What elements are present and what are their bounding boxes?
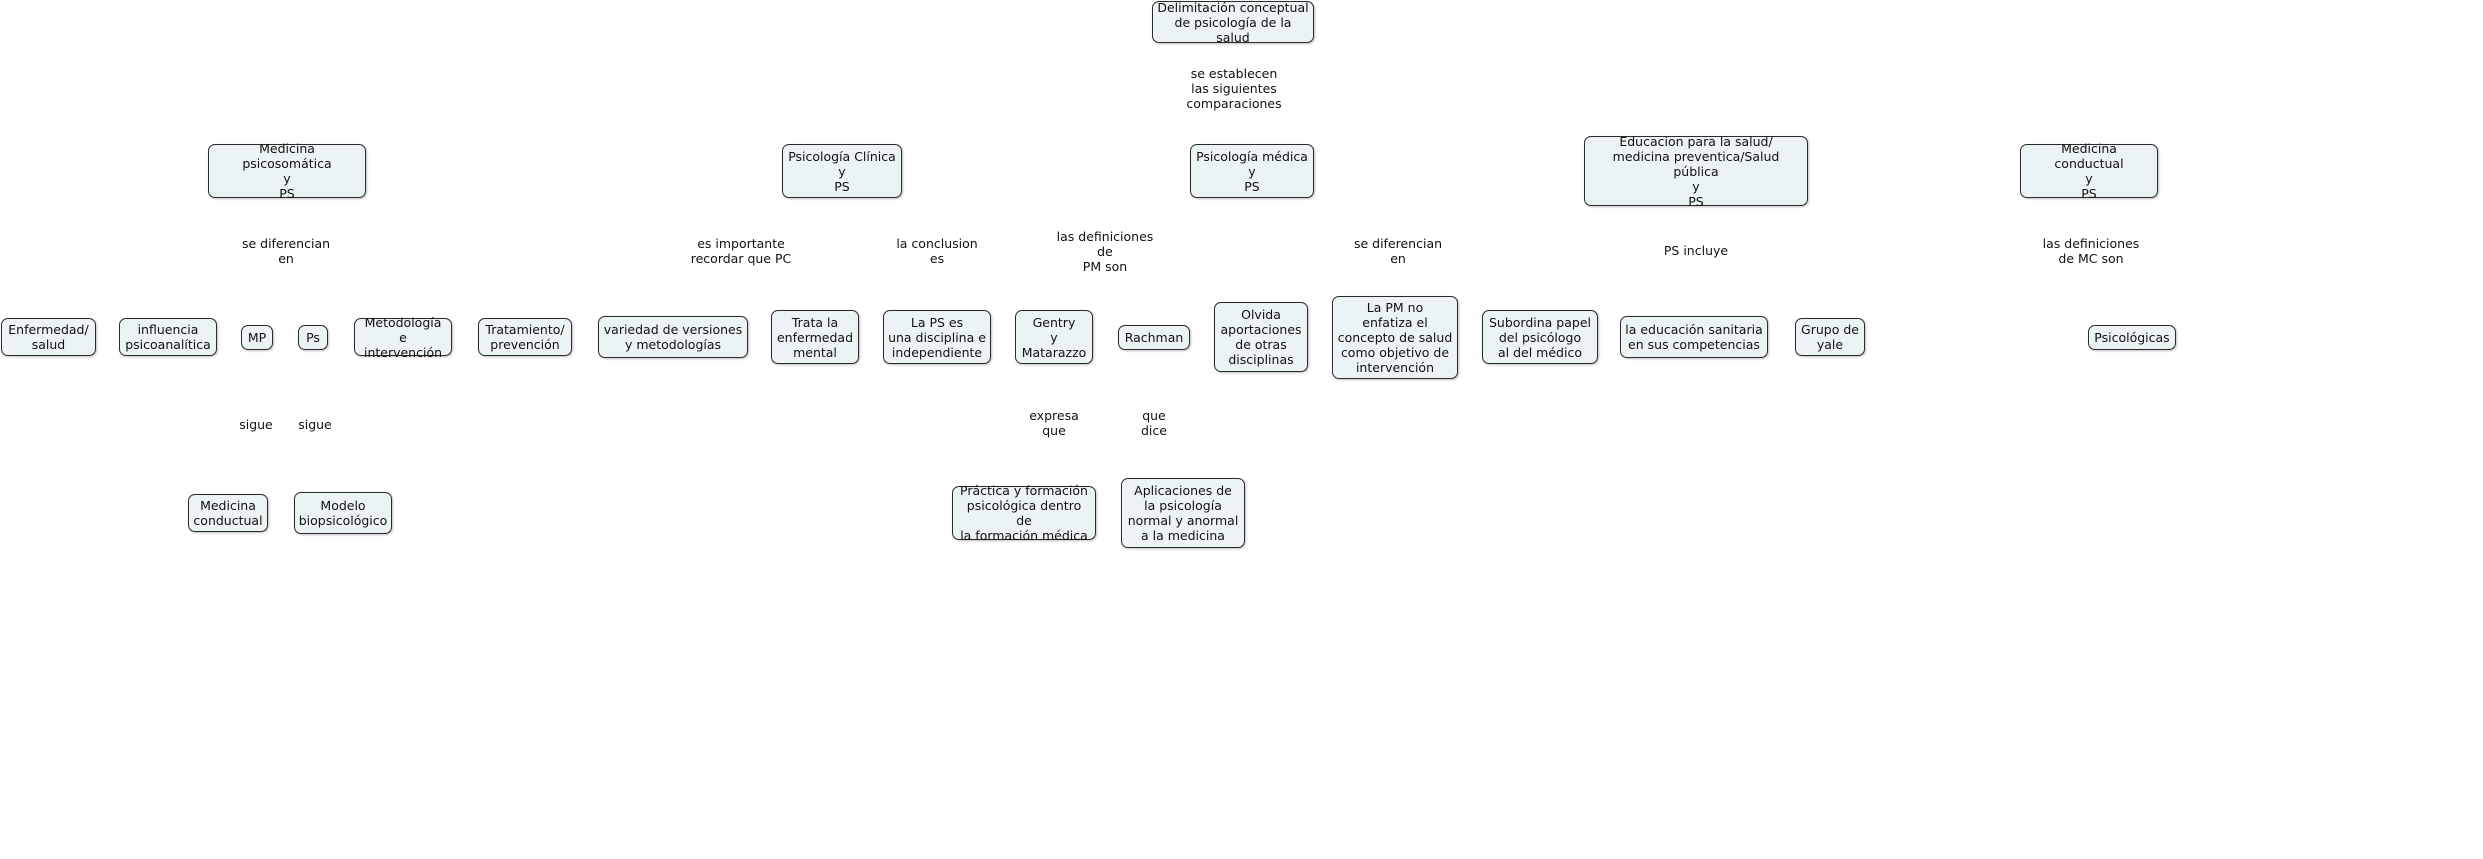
concept-ps[interactable]: Ps xyxy=(298,325,328,350)
concept-ps-disciplina[interactable]: La PS es una disciplina e independiente xyxy=(883,310,991,364)
concept-olvida-aportaciones[interactable]: Olvida aportaciones de otras disciplinas xyxy=(1214,302,1308,372)
concept-medicina-psicosomatica[interactable]: Medicina psicosomática y PS xyxy=(208,141,366,201)
link-label-ps-incluye: PS incluye xyxy=(1656,241,1736,259)
link-label-sigue-ps: sigue xyxy=(295,416,335,432)
concept-trata-enfermedad[interactable]: Trata la enfermedad mental xyxy=(771,310,859,364)
concept-tratamiento[interactable]: Tratamiento/ prevención xyxy=(478,318,572,356)
concept-enfermedad-salud[interactable]: Enfermedad/ salud xyxy=(1,318,96,356)
concept-aplicaciones[interactable]: Aplicaciones de la psicología normal y a… xyxy=(1121,478,1245,548)
link-label-definiciones-mc: las definiciones de MC son xyxy=(2036,236,2146,266)
concept-rachman[interactable]: Rachman xyxy=(1118,325,1190,350)
concept-gentry-matarazzo[interactable]: Gentry y Matarazzo xyxy=(1015,310,1093,364)
link-label-conclusion: la conclusion es xyxy=(892,236,982,266)
link-label-sigue-mp: sigue xyxy=(236,416,276,432)
concept-grupo-yale[interactable]: Grupo de yale xyxy=(1795,318,1865,356)
concept-medicina-conductual[interactable]: Medicina conductual y PS xyxy=(2020,141,2158,201)
concept-subordina-papel[interactable]: Subordina papel del psicólogo al del méd… xyxy=(1482,310,1598,364)
concept-educacion-sanitaria[interactable]: la educación sanitaria en sus competenci… xyxy=(1620,316,1768,358)
concept-metodologia[interactable]: Metodología e intervención xyxy=(354,315,452,360)
concept-medicina-conductual-mp[interactable]: Medicina conductual xyxy=(188,494,268,532)
link-label-es-importante: es importante recordar que PC xyxy=(686,236,796,266)
concept-modelo-biopsicologico[interactable]: Modelo biopsicológico xyxy=(294,492,392,534)
link-label-definiciones-pm: las definiciones de PM son xyxy=(1050,228,1160,274)
link-label-se-diferencian-pm: se diferencian en xyxy=(1348,236,1448,266)
concept-psicologia-clinica[interactable]: Psicología Clínica y PS xyxy=(782,144,902,198)
root-concept[interactable]: Delimitación conceptual de psicología de… xyxy=(1152,0,1314,45)
link-label-comparaciones: se establecen las siguientes comparacion… xyxy=(1184,65,1284,111)
concept-educacion-salud[interactable]: Educacion para la salud/ medicina preven… xyxy=(1584,134,1808,209)
link-label-dice: que dice xyxy=(1134,408,1174,438)
concept-psicologicas[interactable]: Psicológicas xyxy=(2088,325,2176,350)
concept-variedad-versiones[interactable]: variedad de versiones y metodologías xyxy=(598,316,748,358)
link-label-se-diferencian: se diferencian en xyxy=(236,236,336,266)
link-label-expresa: expresa que xyxy=(1024,408,1084,438)
concept-practica-formacion[interactable]: Práctica y formación psicológica dentro … xyxy=(952,483,1096,543)
concept-mp[interactable]: MP xyxy=(241,325,273,350)
concept-pm-no-enfatiza[interactable]: La PM no enfatiza el concepto de salud c… xyxy=(1332,296,1458,379)
concept-influencia-psicoanalitica[interactable]: influencia psicoanalítica xyxy=(119,318,217,356)
concept-psicologia-medica[interactable]: Psicología médica y PS xyxy=(1190,144,1314,198)
